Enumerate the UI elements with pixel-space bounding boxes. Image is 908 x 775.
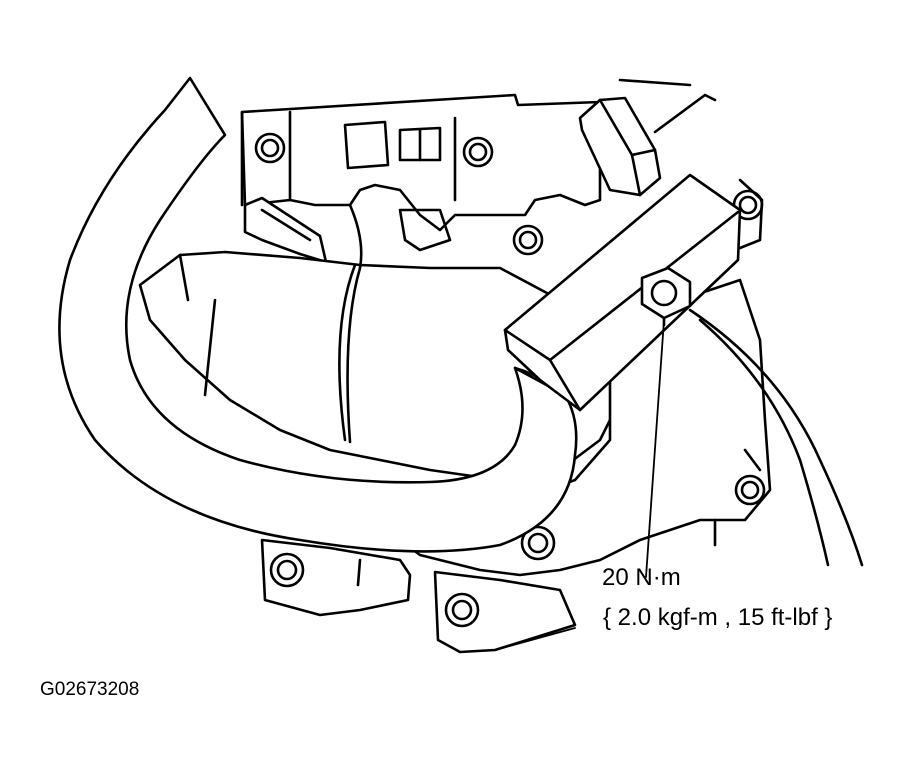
lower-mounting-feet [260,538,577,654]
torque-spec-metric: 20 N·m [602,564,681,591]
hose-manifold-block [503,96,742,412]
upper-bracket [240,93,602,232]
compressor-body [138,203,622,482]
refrigerant-pipes [618,78,864,567]
figure-id: G02673208 [40,679,140,700]
torque-spec-alt-units: { 2.0 kgf-m , 15 ft-lbf } [603,604,833,631]
leader-lines [494,319,665,651]
bracket-tab [243,196,328,264]
